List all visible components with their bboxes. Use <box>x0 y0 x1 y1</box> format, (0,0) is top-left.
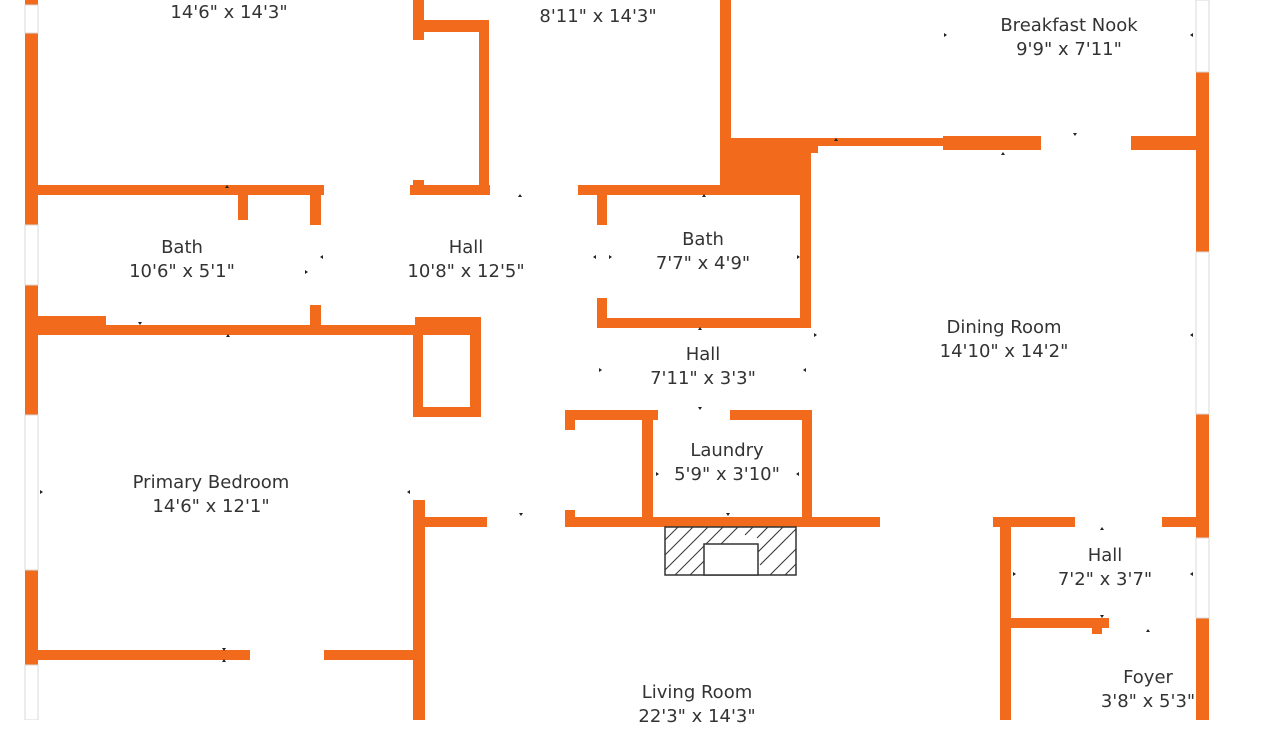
room-name: Dining Room <box>946 317 1062 338</box>
wall <box>1162 517 1209 527</box>
wall <box>310 305 321 330</box>
wall <box>802 410 812 523</box>
wall <box>565 410 658 420</box>
wall <box>1000 517 1011 720</box>
room-name: Breakfast Nook <box>1000 15 1138 36</box>
wall <box>324 650 424 660</box>
room-label-primary-bedroom: Primary Bedroom 14'6" x 12'1" <box>133 471 290 519</box>
window <box>1195 251 1210 415</box>
wall <box>38 650 250 660</box>
room-dimensions: 3'8" x 5'3" <box>1100 691 1196 712</box>
wall <box>413 500 425 720</box>
room-label-hall-right: Hall 7'2" x 3'7" <box>1058 544 1152 592</box>
wall <box>565 410 575 430</box>
room-label-breakfast-nook: Breakfast Nook 9'9" x 7'11" <box>1000 14 1137 62</box>
room-dimensions: 7'7" x 4'9" <box>655 253 751 274</box>
window <box>24 224 39 286</box>
room-label-bath-left: Bath 10'6" x 5'1" <box>129 236 235 284</box>
room-name: Foyer <box>1123 667 1173 688</box>
window <box>24 414 39 571</box>
wall <box>470 317 481 417</box>
room-dimensions: 22'3" x 14'3" <box>638 706 756 727</box>
wall <box>238 195 248 220</box>
wall <box>413 20 487 32</box>
room-name: Hall <box>448 237 484 258</box>
room-label-bedroom-2: 14'6" x 14'3" <box>170 1 287 25</box>
room-name: Primary Bedroom <box>132 472 290 493</box>
room-dimensions: 10'8" x 12'5" <box>407 261 525 282</box>
wall <box>578 185 808 195</box>
window <box>24 664 39 720</box>
room-name: Laundry <box>690 440 764 461</box>
room-dimensions: 14'10" x 14'2" <box>939 341 1069 362</box>
room-dimensions: 7'11" x 3'3" <box>650 368 756 389</box>
room-name: Living Room <box>641 682 753 703</box>
exterior-wall-left <box>25 0 38 720</box>
wall <box>565 517 880 527</box>
wall <box>720 0 731 195</box>
wall <box>720 142 810 195</box>
wall <box>731 138 943 146</box>
room-dimensions: 14'6" x 14'3" <box>170 2 288 23</box>
room-dimensions: 8'11" x 14'3" <box>539 6 657 27</box>
fireplace-hatch <box>664 526 797 576</box>
wall <box>597 195 607 225</box>
room-label-hall-middle: Hall 7'11" x 3'3" <box>650 343 756 391</box>
wall <box>310 195 321 225</box>
wall <box>413 335 423 417</box>
room-name: Hall <box>685 344 721 365</box>
wall <box>413 517 487 527</box>
wall <box>410 185 490 195</box>
wall <box>642 410 653 523</box>
room-label-bedroom-3: 8'11" x 14'3" <box>539 5 656 29</box>
room-label-dining-room: Dining Room 14'10" x 14'2" <box>940 316 1069 364</box>
wall <box>597 298 607 328</box>
wall <box>993 517 1075 527</box>
wall <box>1011 618 1109 628</box>
wall <box>730 410 810 420</box>
room-name: Bath <box>682 229 724 250</box>
wall <box>38 325 478 335</box>
room-dimensions: 9'9" x 7'11" <box>1016 39 1122 60</box>
room-dimensions: 7'2" x 3'7" <box>1057 569 1153 590</box>
wall <box>479 20 489 195</box>
room-label-laundry: Laundry 5'9" x 3'10" <box>674 439 780 487</box>
wall <box>1092 618 1102 634</box>
wall <box>810 145 818 153</box>
room-name: Hall <box>1087 545 1123 566</box>
room-label-foyer: Foyer 3'8" x 5'3" <box>1101 666 1195 714</box>
room-name: Bath <box>161 237 203 258</box>
room-dimensions: 14'6" x 12'1" <box>152 496 270 517</box>
wall <box>800 145 811 328</box>
room-label-bath-right: Bath 7'7" x 4'9" <box>656 228 750 276</box>
fireplace-opening <box>703 543 759 576</box>
window <box>1195 537 1210 619</box>
wall <box>415 317 478 327</box>
window <box>24 4 39 34</box>
wall <box>415 407 481 417</box>
wall <box>1131 136 1209 150</box>
wall <box>597 318 810 328</box>
room-dimensions: 5'9" x 3'10" <box>674 464 780 485</box>
dimension-markers <box>40 33 1193 662</box>
wall <box>413 180 424 195</box>
room-label-living-room: Living Room 22'3" x 14'3" <box>638 681 755 729</box>
window <box>1195 0 1210 73</box>
room-label-hall-center: Hall 10'8" x 12'5" <box>407 236 524 284</box>
room-dimensions: 10'6" x 5'1" <box>129 261 235 282</box>
wall <box>943 136 1041 150</box>
wall <box>38 185 324 195</box>
